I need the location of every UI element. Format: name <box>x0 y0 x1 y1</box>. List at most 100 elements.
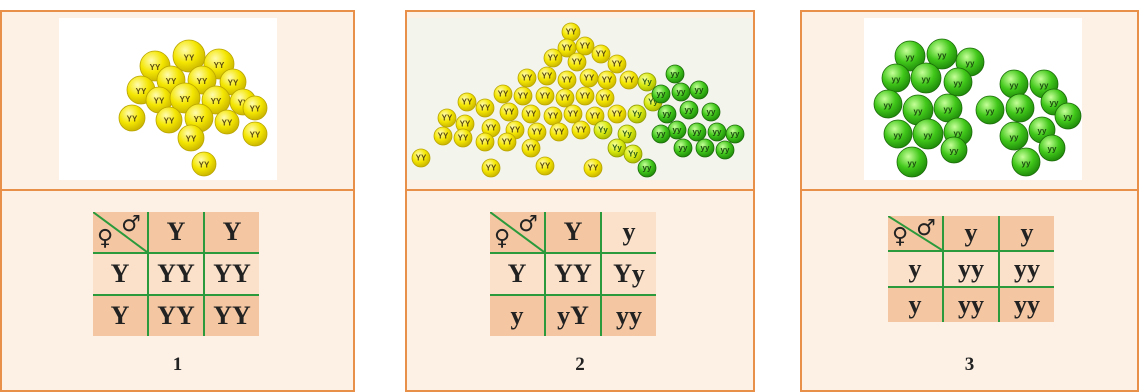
pea-seed: yy <box>1011 147 1041 177</box>
pea-seed: YY <box>172 39 206 73</box>
pea-genotype-label: YY <box>540 162 551 171</box>
corner-cell: ♀ ♂ <box>490 212 546 254</box>
pea-seed: yy <box>873 89 903 119</box>
pea-seed: YY <box>457 92 477 112</box>
pea-genotype-label: YY <box>600 94 611 103</box>
header-allele: Y <box>544 212 602 254</box>
pea-seed: YY <box>517 68 537 88</box>
pea-seed: yy <box>1005 93 1035 123</box>
pea-genotype-label: YY <box>540 92 551 101</box>
pea-seed: YY <box>597 70 617 90</box>
pea-seed: YY <box>453 128 473 148</box>
pea-seed: YY <box>497 132 517 152</box>
pea-genotype-label: Yy <box>628 150 638 159</box>
panel-number: 1 <box>172 354 183 375</box>
punnett-square-3: ♀ ♂ y y y yy yy y yy yy <box>888 216 1054 322</box>
pea-seed: YY <box>177 124 205 152</box>
pea-genotype-label: YY <box>580 92 591 101</box>
pea-seed: YY <box>563 104 583 124</box>
pea-genotype-label: Yy <box>648 98 658 107</box>
pea-genotype-label: YY <box>562 76 573 85</box>
panel-number: 2 <box>575 354 585 375</box>
pea-seed: YY <box>214 109 240 135</box>
pea-genotype-label: yy <box>643 164 652 173</box>
header-allele: Y <box>147 212 205 254</box>
pea-seed: yy <box>657 104 677 124</box>
pea-genotype-label: yy <box>731 130 740 139</box>
pea-genotype-label: YY <box>460 120 471 129</box>
pea-genotype-label: YY <box>462 98 473 107</box>
pea-seed: yy <box>651 84 671 104</box>
pea-genotype-label: YY <box>164 117 175 126</box>
pea-seed: YY <box>549 122 569 142</box>
pea-seed: YY <box>567 52 587 72</box>
pea-genotype-label: YY <box>526 144 537 153</box>
pea-seed: YY <box>543 106 563 126</box>
pea-genotype-label: yy <box>1040 81 1049 90</box>
panel-divider <box>407 189 753 191</box>
pea-genotype-label: YY <box>127 115 138 124</box>
male-symbol: ♂ <box>916 216 936 241</box>
pea-seed: yy <box>1054 102 1082 130</box>
pea-genotype-label: yy <box>938 51 947 60</box>
pea-genotype-label: YY <box>560 94 571 103</box>
pea-genotype-label: yy <box>1016 105 1025 114</box>
pea-genotype-label: yy <box>695 86 704 95</box>
pea-genotype-label: yy <box>894 131 903 140</box>
pea-genotype-label: yy <box>908 159 917 168</box>
pea-genotype-label: yy <box>954 79 963 88</box>
pea-genotype-label: yy <box>1038 127 1047 136</box>
pea-genotype-label: yy <box>677 88 686 97</box>
pea-genotype-label: YY <box>154 97 165 106</box>
pea-genotype-label: yy <box>914 107 923 116</box>
pea-seed: YY <box>607 104 627 124</box>
pea-seed: YY <box>591 44 611 64</box>
pea-genotype-label: YY <box>584 74 595 83</box>
female-symbol: ♀ <box>97 226 114 251</box>
pea-seed: YY <box>437 108 457 128</box>
pea-seed: Yy <box>617 124 637 144</box>
genotype-cell: YY <box>544 252 602 296</box>
header-allele: Y <box>203 212 259 254</box>
pea-seed: yy <box>707 122 727 142</box>
pea-seed: YY <box>607 54 627 74</box>
pea-seed: yy <box>673 138 693 158</box>
pea-seed: YY <box>583 158 603 178</box>
pea-genotype-label: YY <box>554 128 565 137</box>
pea-seed: YY <box>543 48 563 68</box>
pea-seed: yy <box>687 122 707 142</box>
pea-genotype-label: YY <box>504 108 515 117</box>
panel-divider <box>2 189 353 191</box>
corner-cell: ♀ ♂ <box>93 212 149 254</box>
pea-genotype-label: YY <box>480 138 491 147</box>
pea-genotype-label: yy <box>954 129 963 138</box>
pea-seed: YY <box>537 66 557 86</box>
pea-genotype-label: YY <box>612 60 623 69</box>
pea-genotype-label: yy <box>1010 133 1019 142</box>
pea-genotype-label: YY <box>602 76 613 85</box>
pea-genotype-label: YY <box>184 53 195 62</box>
pea-seed: YY <box>433 126 453 146</box>
pea-genotype-label: YY <box>136 87 147 96</box>
pea-seed: yy <box>999 69 1029 99</box>
pea-seed: yy <box>725 124 745 144</box>
pea-seed: yy <box>665 64 685 84</box>
pea-genotype-label: YY <box>228 79 239 88</box>
pea-genotype-label: YY <box>548 54 559 63</box>
pea-genotype-label: yy <box>966 59 975 68</box>
pea-seed: yy <box>910 62 942 94</box>
pea-genotype-label: YY <box>562 44 573 53</box>
pea-seed: yy <box>637 158 657 178</box>
genotype-cell: yy <box>942 250 1000 288</box>
pea-seed: YY <box>521 138 541 158</box>
pea-genotype-label: YY <box>150 63 161 72</box>
pea-seed: YY <box>595 88 615 108</box>
pea-seed: YY <box>571 120 591 140</box>
genotype-cell: yy <box>998 286 1054 322</box>
pea-seed: YY <box>619 70 639 90</box>
pea-genotype-label: YY <box>624 76 635 85</box>
